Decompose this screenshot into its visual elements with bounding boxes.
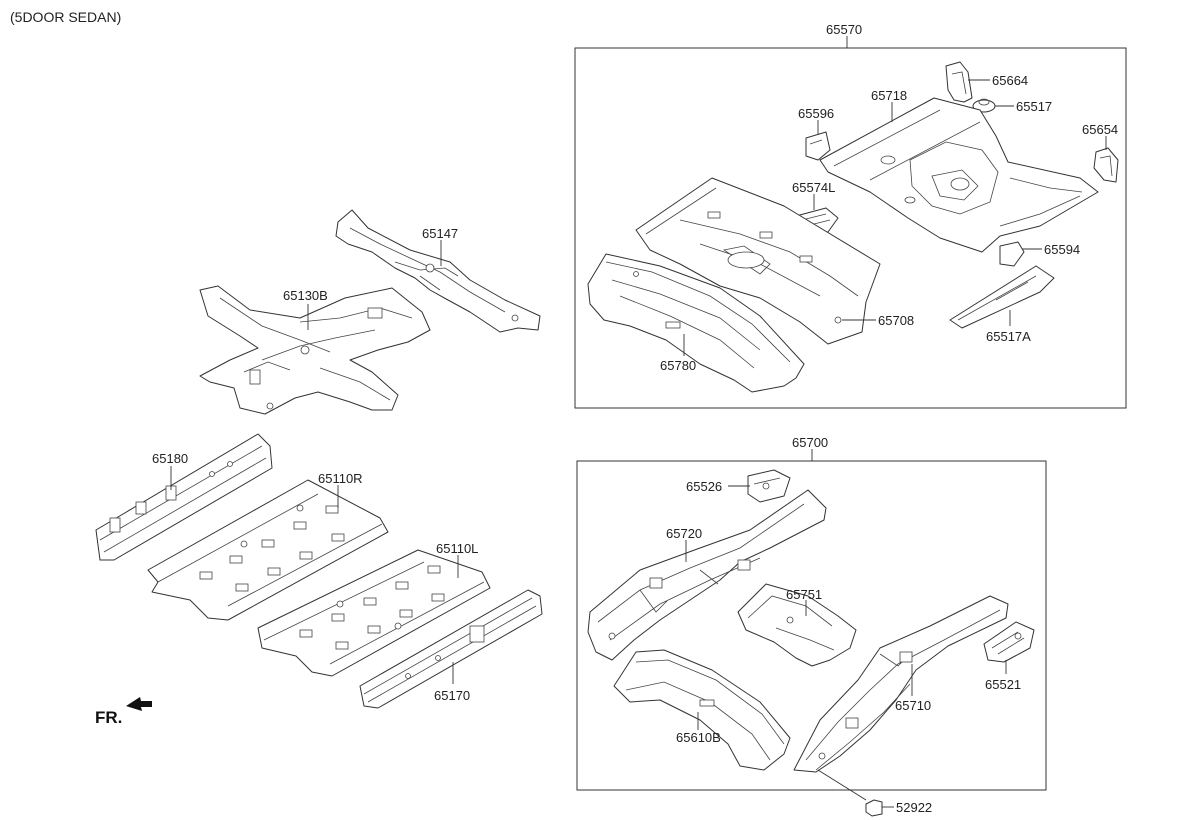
part-65751[interactable] [737,583,857,667]
part-52922[interactable] [865,799,883,817]
direction-label: FR. [95,708,122,727]
group-box-65700 [576,460,1047,791]
part-65526[interactable] [747,469,791,503]
diagram-title: (5DOOR SEDAN) [10,9,121,25]
label-52922[interactable]: 52922 [896,800,932,815]
label-65517A[interactable]: 65517A [986,329,1031,344]
label-65780[interactable]: 65780 [660,358,696,373]
part-65708[interactable] [635,177,881,345]
part-65780[interactable] [587,253,805,393]
part-65170[interactable] [359,589,543,709]
part-65720[interactable] [587,489,827,661]
label-65110R[interactable]: 65110R [318,471,363,486]
label-65170[interactable]: 65170 [434,688,470,703]
label-65720[interactable]: 65720 [666,526,702,541]
label-65708[interactable]: 65708 [878,313,914,328]
label-65526[interactable]: 65526 [686,479,722,494]
part-65110L[interactable] [257,549,491,677]
label-65718[interactable]: 65718 [871,88,907,103]
part-65654[interactable] [1093,147,1119,183]
leader-52922 [817,769,867,801]
part-65596[interactable] [805,131,831,161]
part-65718[interactable] [819,97,1099,253]
part-65147[interactable] [335,209,541,333]
part-65610B[interactable] [613,649,791,771]
label-65130B[interactable]: 65130B [283,288,328,303]
label-65654[interactable]: 65654 [1082,122,1118,137]
label-65110L[interactable]: 65110L [436,541,478,556]
label-65517[interactable]: 65517 [1016,99,1052,114]
part-65180[interactable] [95,433,273,561]
group-label-65570[interactable]: 65570 [826,22,862,37]
part-65521[interactable] [983,621,1035,663]
group-label-65700[interactable]: 65700 [792,435,828,450]
front-arrow-icon [126,697,152,711]
part-65130B[interactable] [199,285,431,415]
part-65664[interactable] [945,61,973,103]
label-65710[interactable]: 65710 [895,698,931,713]
label-65594[interactable]: 65594 [1044,242,1080,257]
part-65710[interactable] [793,595,1009,773]
part-65110R[interactable] [147,479,389,621]
label-65596[interactable]: 65596 [798,106,834,121]
label-65147[interactable]: 65147 [422,226,458,241]
label-65751[interactable]: 65751 [786,587,822,602]
label-65574L[interactable]: 65574L [792,180,835,195]
label-65180[interactable]: 65180 [152,451,188,466]
label-65521[interactable]: 65521 [985,677,1021,692]
part-65517A[interactable] [949,265,1055,329]
label-65664[interactable]: 65664 [992,73,1028,88]
label-65610B[interactable]: 65610B [676,730,721,745]
part-65594[interactable] [999,241,1025,267]
group-box-65570 [574,47,1127,409]
